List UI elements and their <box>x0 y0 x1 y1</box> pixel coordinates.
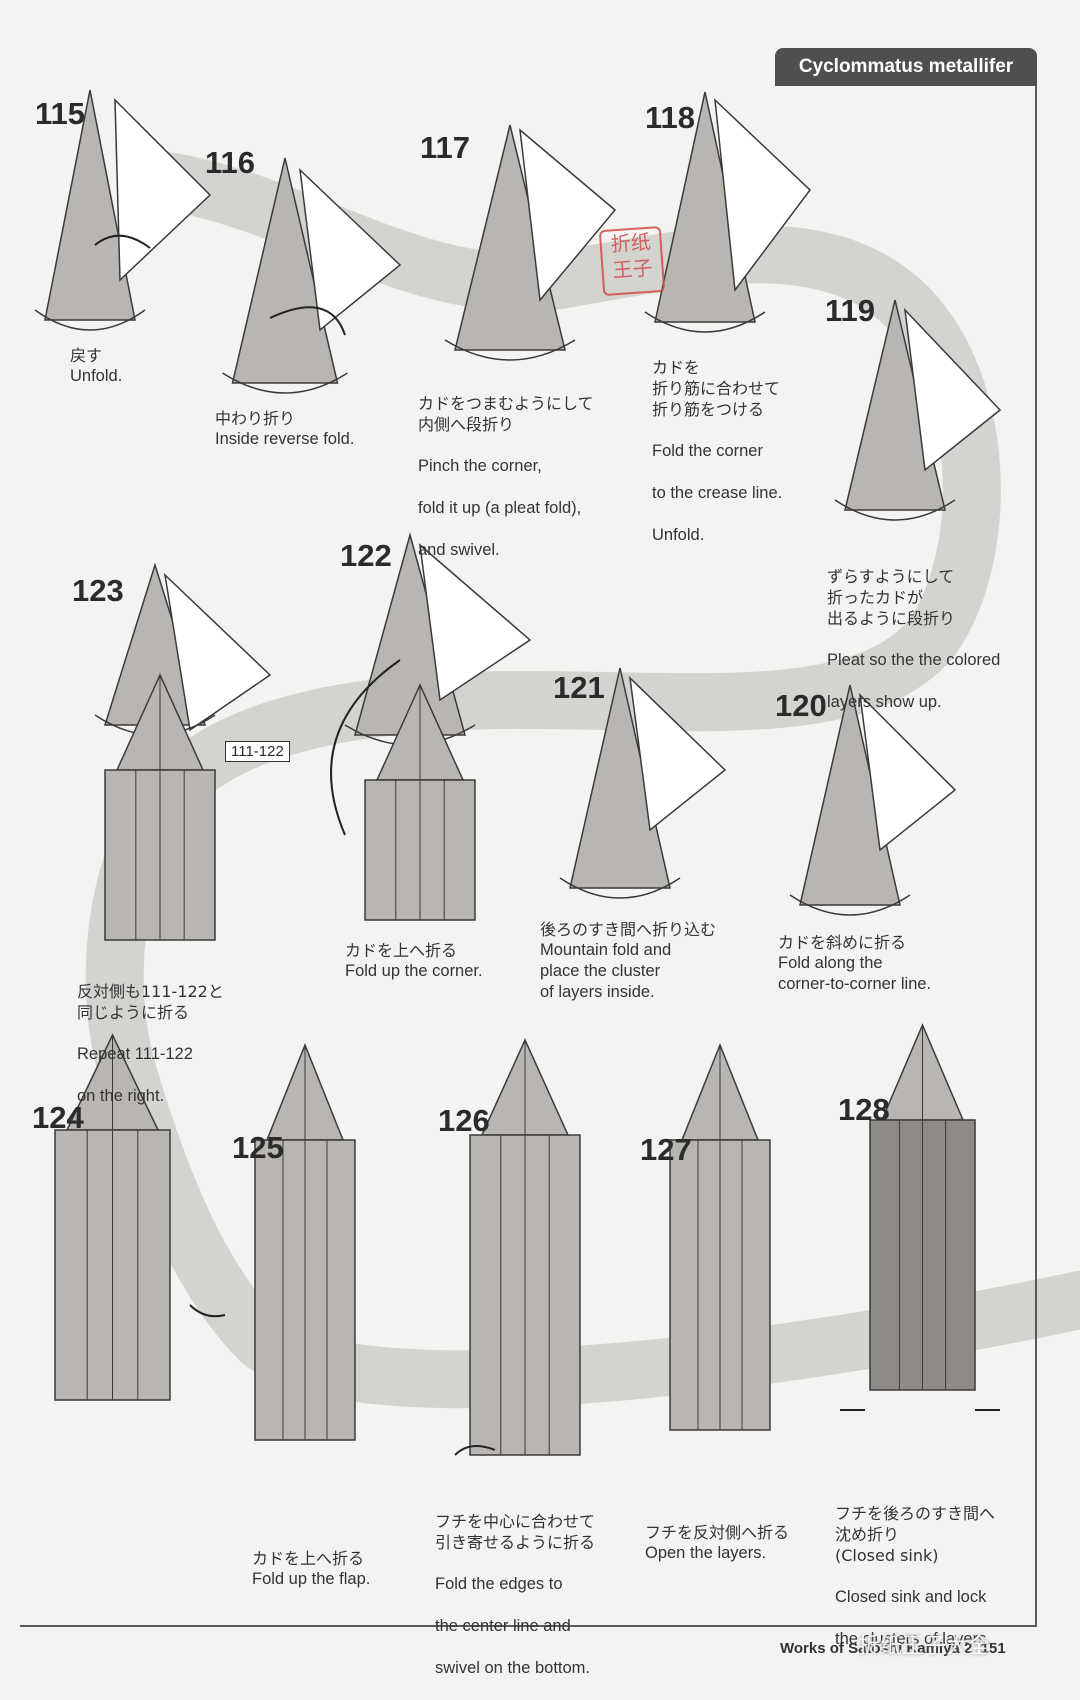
figure-120-base-curve <box>789 894 911 916</box>
figure-121-flap <box>628 675 727 832</box>
fold-arrow-115 <box>94 234 151 249</box>
fold-arrow-122 <box>330 659 401 836</box>
bottom-frame-line <box>20 1625 1037 1627</box>
fold-arrow-126 <box>454 1445 496 1456</box>
turn-over-arrow-124 <box>189 1304 226 1318</box>
figure-116-flap <box>298 168 402 332</box>
step-number-116: 116 <box>205 145 256 180</box>
figure-123-flap <box>163 572 272 732</box>
caption-121: 後ろのすき間へ折り込む Mountain fold and place the … <box>540 920 717 1001</box>
caption-125: カドを上へ折る Fold up the flap. <box>252 1549 371 1588</box>
step-number-125: 125 <box>232 1130 284 1165</box>
figure-118-base-curve <box>644 311 766 333</box>
step-number-122: 122 <box>340 538 392 573</box>
figure-117-base-curve <box>444 339 576 361</box>
right-frame-line <box>1035 86 1037 1626</box>
caption-117: カドをつまむようにして 内側へ段折り Pinch the corner, fol… <box>418 394 594 559</box>
caption-122: カドを上へ折る Fold up the corner. <box>345 941 483 980</box>
section-title: Cyclommatus metallifer <box>775 48 1037 86</box>
caption-123: 反対側も111-122と 同じように折る Repeat 111-122 on t… <box>77 982 224 1105</box>
step-number-121: 121 <box>553 670 605 705</box>
figure-115-base-curve <box>34 309 146 331</box>
figure-119-flap <box>903 307 1002 472</box>
caption-128: フチを後ろのすき間へ 沈め折り (Closed sink) Closed sin… <box>835 1504 996 1648</box>
figure-115-flap <box>114 98 212 282</box>
caption-118: カドを 折り筋に合わせて 折り筋をつける Fold the corner to … <box>652 358 783 544</box>
step-number-115: 115 <box>35 96 86 131</box>
step-number-119: 119 <box>825 293 876 328</box>
caption-116: 中わり折り Inside reverse fold. <box>215 409 355 448</box>
caption-126: フチを中心に合わせて 引き寄せるように折る Fold the edges to … <box>435 1512 596 1677</box>
caption-115: 戻す Unfold. <box>70 346 123 385</box>
caption-120: カドを斜めに折る Fold along the corner-to-corner… <box>778 933 932 993</box>
step-number-117: 117 <box>420 130 471 165</box>
figure-116-base-curve <box>222 372 348 394</box>
step-number-118: 118 <box>645 100 696 135</box>
figure-120-flap <box>858 692 957 852</box>
watermark: 折纸王子大全 <box>858 1634 991 1659</box>
figure-117-flap <box>519 128 617 302</box>
figure-122-flap <box>419 543 532 702</box>
fold-arrow-116 <box>269 306 346 336</box>
reference-box: 111-122 <box>225 741 290 762</box>
step-number-124: 124 <box>32 1100 84 1135</box>
figure-116-body <box>231 157 339 384</box>
figure-121-base-curve <box>559 877 681 899</box>
step-number-126: 126 <box>438 1103 490 1138</box>
step-number-128: 128 <box>838 1092 890 1127</box>
caption-127: フチを反対側へ折る Open the layers. <box>645 1523 790 1562</box>
page-footer: Works of Satoshi Kamiya 2 151 <box>780 1640 1006 1657</box>
caption-119: ずらすようにして 折ったカドが 出るように段折り Pleat so the th… <box>827 567 1001 711</box>
figure-119-base-curve <box>834 499 956 521</box>
figure-118-flap <box>714 98 812 292</box>
red-seal-stamp: 折纸 王子 <box>598 225 666 297</box>
figure-115-body <box>44 89 136 321</box>
step-number-120: 120 <box>775 688 827 723</box>
step-number-123: 123 <box>72 573 124 608</box>
step-number-127: 127 <box>640 1132 692 1167</box>
